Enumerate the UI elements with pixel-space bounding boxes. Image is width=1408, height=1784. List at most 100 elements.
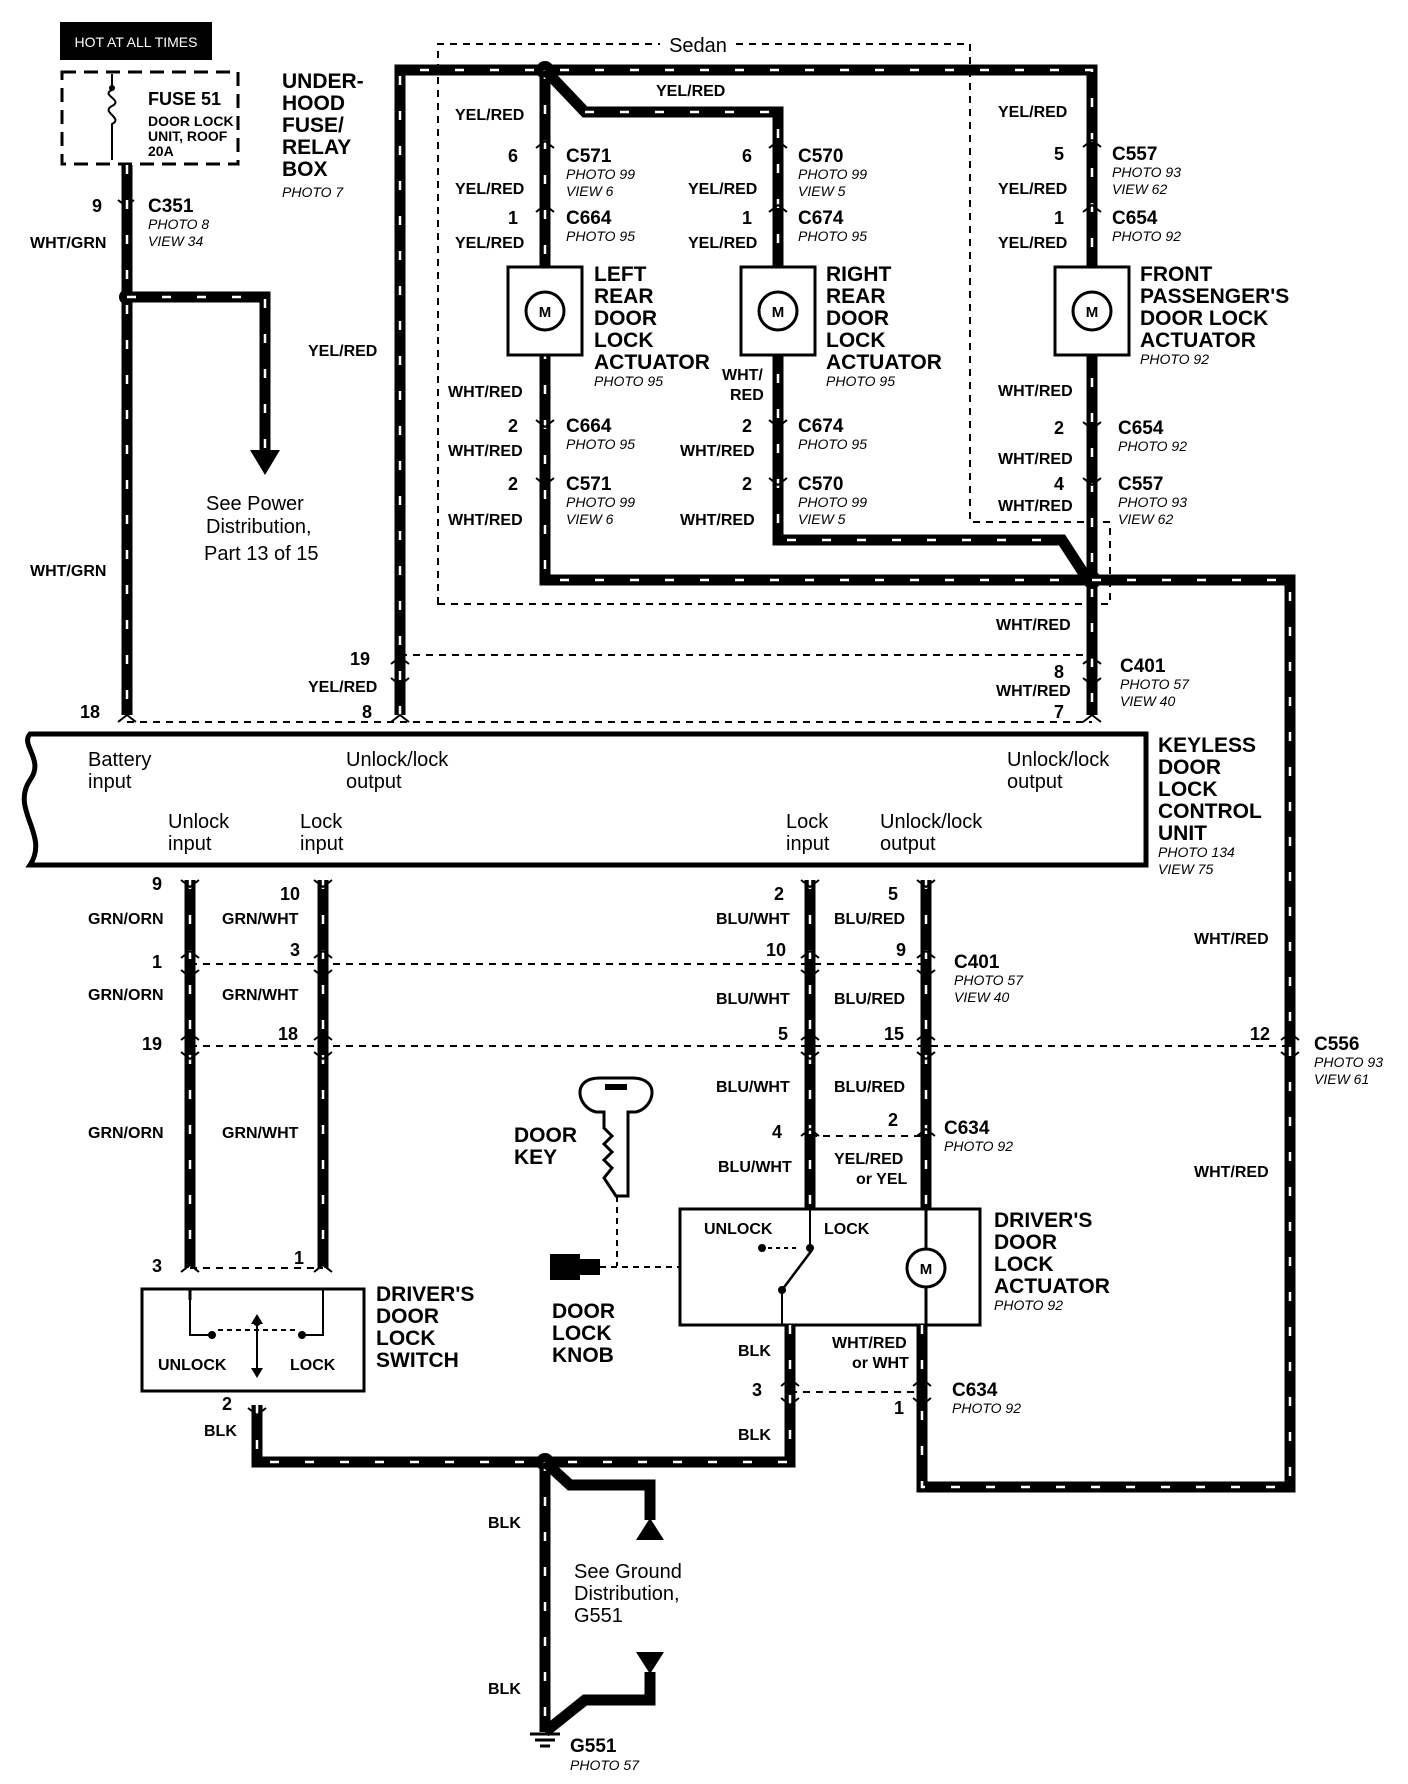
c351-photo: PHOTO 8 [148, 216, 209, 232]
fuse-name: FUSE 51 [148, 89, 221, 109]
lr-c571-b-view: VIEW 6 [566, 511, 614, 527]
drv-act-name-1: DRIVER'S [994, 1209, 1092, 1232]
rr-pin-bot1: 2 [742, 416, 752, 436]
wht-red-label-c401b: WHT/RED [996, 683, 1071, 700]
lr-photo: PHOTO 95 [594, 373, 663, 389]
kdlcu-p9: 9 [152, 874, 162, 894]
power-ref-line-1: See Power [206, 493, 304, 515]
lr-c571-view: VIEW 6 [566, 183, 614, 199]
power-ref-line-2: Distribution, [206, 516, 312, 538]
fuse-box-label-5: BOX [282, 158, 328, 181]
fp-wht-red-3: WHT/RED [998, 498, 1073, 515]
blk-label-gnd-1: BLK [488, 1515, 521, 1532]
kdlcu-lock-in-3: Lock [786, 811, 829, 833]
wht-red-label-right2: WHT/RED [1194, 1164, 1269, 1181]
g551-photo: PHOTO 57 [570, 1757, 640, 1773]
lr-pin-bot2: 2 [508, 474, 518, 494]
blu-red-label-2: BLU/RED [834, 991, 905, 1008]
c401-label-low: C401 [954, 952, 1000, 973]
drv-act-switch-icon [758, 1209, 814, 1325]
lr-c664-photo: PHOTO 95 [566, 228, 635, 244]
c401-p1: 1 [152, 952, 162, 972]
kdlcu-name-1: KEYLESS [1158, 734, 1256, 757]
rr-yel-red-2: YEL/RED [688, 235, 757, 252]
rr-c674-photo: PHOTO 95 [798, 228, 867, 244]
lr-name-3: DOOR [594, 307, 657, 330]
lr-yel-red-1: YEL/RED [455, 107, 524, 124]
drv-act-lock: LOCK [824, 1221, 870, 1238]
rr-c674-b-photo: PHOTO 95 [798, 436, 867, 452]
fp-wht-red-2: WHT/RED [998, 451, 1073, 468]
rr-name-4: LOCK [826, 329, 886, 352]
kdlcu-lock-in-4: input [786, 833, 830, 855]
c351-view: VIEW 34 [148, 233, 203, 249]
wire-to-power-dist [127, 291, 271, 450]
c556-p5: 5 [778, 1024, 788, 1044]
lr-wht-red-3: WHT/RED [448, 512, 523, 529]
fp-name-2: PASSENGER'S [1140, 285, 1289, 308]
sedan-region [437, 43, 1111, 605]
drv-sw-name-3: LOCK [376, 1327, 436, 1350]
rr-pin-bot2: 2 [742, 474, 752, 494]
blk-label-sw: BLK [204, 1423, 237, 1440]
c351-pin: 9 [92, 196, 102, 216]
blu-red-label-1: BLU/RED [834, 911, 905, 928]
fuse-desc-1: DOOR LOCK [148, 113, 234, 129]
fuse-box-label-3: FUSE/ [282, 114, 344, 137]
fp-photo: PHOTO 92 [1140, 351, 1209, 367]
lr-name-4: LOCK [594, 329, 654, 352]
wire-blk-switch [251, 1405, 545, 1468]
rr-c570-b-view: VIEW 5 [798, 511, 846, 527]
rr-c570: C570 [798, 146, 843, 167]
c556-view: VIEW 61 [1314, 1071, 1369, 1087]
wht-grn-label-2: WHT/GRN [30, 563, 106, 580]
kdlcu-p10: 10 [280, 884, 300, 904]
c634-p4: 4 [772, 1122, 782, 1142]
kdlcu-ulo2-a: Unlock/lock [1007, 749, 1110, 771]
grn-orn-label-3: GRN/ORN [88, 1125, 164, 1142]
rr-pin-top2: 1 [742, 208, 752, 228]
rr-c570-b-photo: PHOTO 99 [798, 494, 867, 510]
blu-wht-label-1: BLU/WHT [716, 911, 790, 928]
rr-name-2: REAR [826, 285, 886, 308]
rr-motor: M [772, 304, 785, 321]
lr-yel-red-2: YEL/RED [455, 181, 524, 198]
grn-wht-label-1: GRN/WHT [222, 911, 299, 928]
fp-yel-red-2: YEL/RED [998, 181, 1067, 198]
c634-p1: 1 [894, 1398, 904, 1418]
wht-red-or-wht-1: WHT/RED [832, 1335, 907, 1352]
lr-wht-red-1: WHT/RED [448, 384, 523, 401]
kdlcu-battery-1: Battery [88, 749, 151, 771]
fuse-box-label-4: RELAY [282, 136, 351, 159]
rr-c674-b: C674 [798, 416, 844, 437]
lr-c571-b: C571 [566, 474, 612, 495]
rr-c570-view: VIEW 5 [798, 183, 846, 199]
kdlcu-name-2: DOOR [1158, 756, 1221, 779]
blu-wht-label-2: BLU/WHT [716, 991, 790, 1008]
door-key-icon [578, 1076, 654, 1266]
fuse-box-photo: PHOTO 7 [282, 184, 344, 200]
rr-yel-red-1: YEL/RED [688, 181, 757, 198]
fp-c557-view: VIEW 62 [1112, 181, 1167, 197]
lr-c664-b: C664 [566, 416, 612, 437]
kdlcu-name-4: CONTROL [1158, 800, 1262, 823]
yel-red-or-yel-2: or YEL [856, 1171, 908, 1188]
c556-label: C556 [1314, 1034, 1359, 1055]
fuse-desc-2: UNIT, ROOF [148, 128, 228, 144]
rr-c570-b: C570 [798, 474, 843, 495]
fp-yel-red-3: YEL/RED [998, 235, 1067, 252]
wire-wht-red-right [916, 574, 1296, 1493]
drv-switch-box [140, 1287, 366, 1393]
c401-p7: 7 [1054, 702, 1064, 722]
c401-view-top: VIEW 40 [1120, 693, 1175, 709]
fp-c654-b: C654 [1118, 418, 1164, 439]
fp-pin-bot1: 2 [1054, 418, 1064, 438]
fp-name-1: FRONT [1140, 263, 1212, 286]
drv-act-motor: M [920, 1261, 933, 1278]
fuse-box-label-1: UNDER- [282, 70, 364, 93]
fp-yel-red-1: YEL/RED [998, 104, 1067, 121]
kdlcu-name-5: UNIT [1158, 822, 1207, 845]
kdlcu-name-3: LOCK [1158, 778, 1218, 801]
fp-c557: C557 [1112, 144, 1157, 165]
